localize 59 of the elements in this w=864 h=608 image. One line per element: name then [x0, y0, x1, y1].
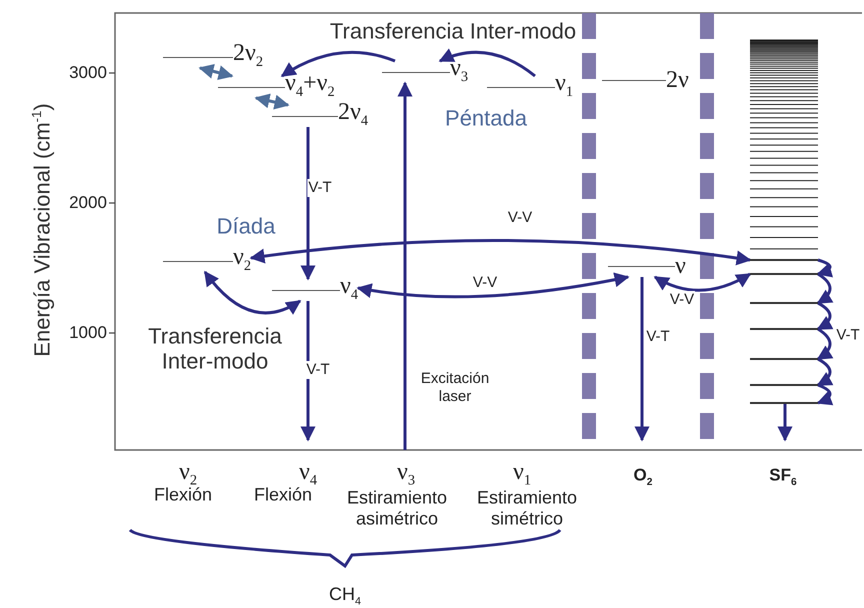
energy-level: [382, 61, 468, 83]
double-arrow: [250, 239, 752, 266]
group-label: Péntada: [445, 105, 527, 131]
molecule-label: SF$_{6}$: [769, 465, 797, 489]
annotation-text: Transferencia Inter-modo: [330, 18, 576, 44]
level-label: 2ν$_{2}$: [233, 42, 264, 72]
energy-level: [163, 250, 252, 272]
energy-level-line: [750, 328, 818, 330]
level-label: ν: [675, 255, 686, 277]
energy-level-line: [750, 259, 818, 261]
mode-name: Estiramiento asimétrico: [346, 487, 448, 529]
energy-level-line: [750, 384, 818, 386]
level-label: ν$_{2}$: [233, 246, 252, 276]
energy-level-line: [750, 358, 818, 360]
energy-level: [218, 76, 335, 98]
energy-level: [163, 46, 264, 68]
curved-arrow: [280, 50, 396, 78]
energy-level: [272, 279, 358, 301]
process-label: V-T: [836, 326, 860, 344]
level-label: ν$_{1}$: [555, 72, 574, 102]
curved-arrow: [816, 272, 834, 304]
curved-arrow: [816, 358, 834, 386]
arrow: [398, 82, 412, 450]
level-label: ν$_{4}$: [340, 274, 358, 304]
level-label: ν$_{3}$: [450, 56, 468, 86]
curved-arrow: [438, 48, 536, 78]
level-label: ν$_{4}$+ν$_{2}$: [285, 72, 335, 102]
tick-label: 2000: [69, 193, 107, 213]
double-arrow: [654, 272, 752, 292]
mode-name: Estiramiento simétrico: [476, 487, 578, 529]
energy-level: [272, 105, 368, 127]
mode-symbol: ν$_{3}$: [396, 458, 416, 490]
curved-arrow: [816, 258, 834, 278]
curved-arrow: [816, 384, 834, 405]
energy-level-line: [750, 402, 818, 404]
double-arrow: [254, 94, 290, 110]
double-arrow: [198, 64, 234, 80]
group-label: Díada: [216, 213, 276, 239]
curved-arrow: [816, 302, 834, 330]
level-label: 2ν: [666, 69, 689, 91]
molecule-label: CH$_{4}$: [329, 584, 361, 608]
double-arrow: [204, 270, 302, 314]
arrow: [778, 404, 792, 442]
mode-symbol: ν$_{1}$: [512, 458, 532, 490]
annotation-text: Transferencia Inter-modo: [147, 324, 283, 374]
curved-arrow: [816, 328, 834, 360]
energy-level: [487, 76, 574, 98]
arrow: [300, 301, 316, 442]
arrow: [634, 277, 650, 442]
arrow: [300, 127, 316, 280]
level-label: 2ν$_{4}$: [338, 100, 368, 130]
double-arrow: [356, 272, 630, 298]
energy-level-line: [750, 302, 818, 304]
edge-label: V-T: [307, 179, 333, 197]
tick-label: 1000: [69, 323, 107, 343]
molecule-label: O$_{2}$: [634, 465, 652, 489]
energy-level-line: [750, 273, 818, 275]
tick-label: 3000: [69, 63, 107, 83]
edge-label: V-T: [305, 361, 331, 379]
